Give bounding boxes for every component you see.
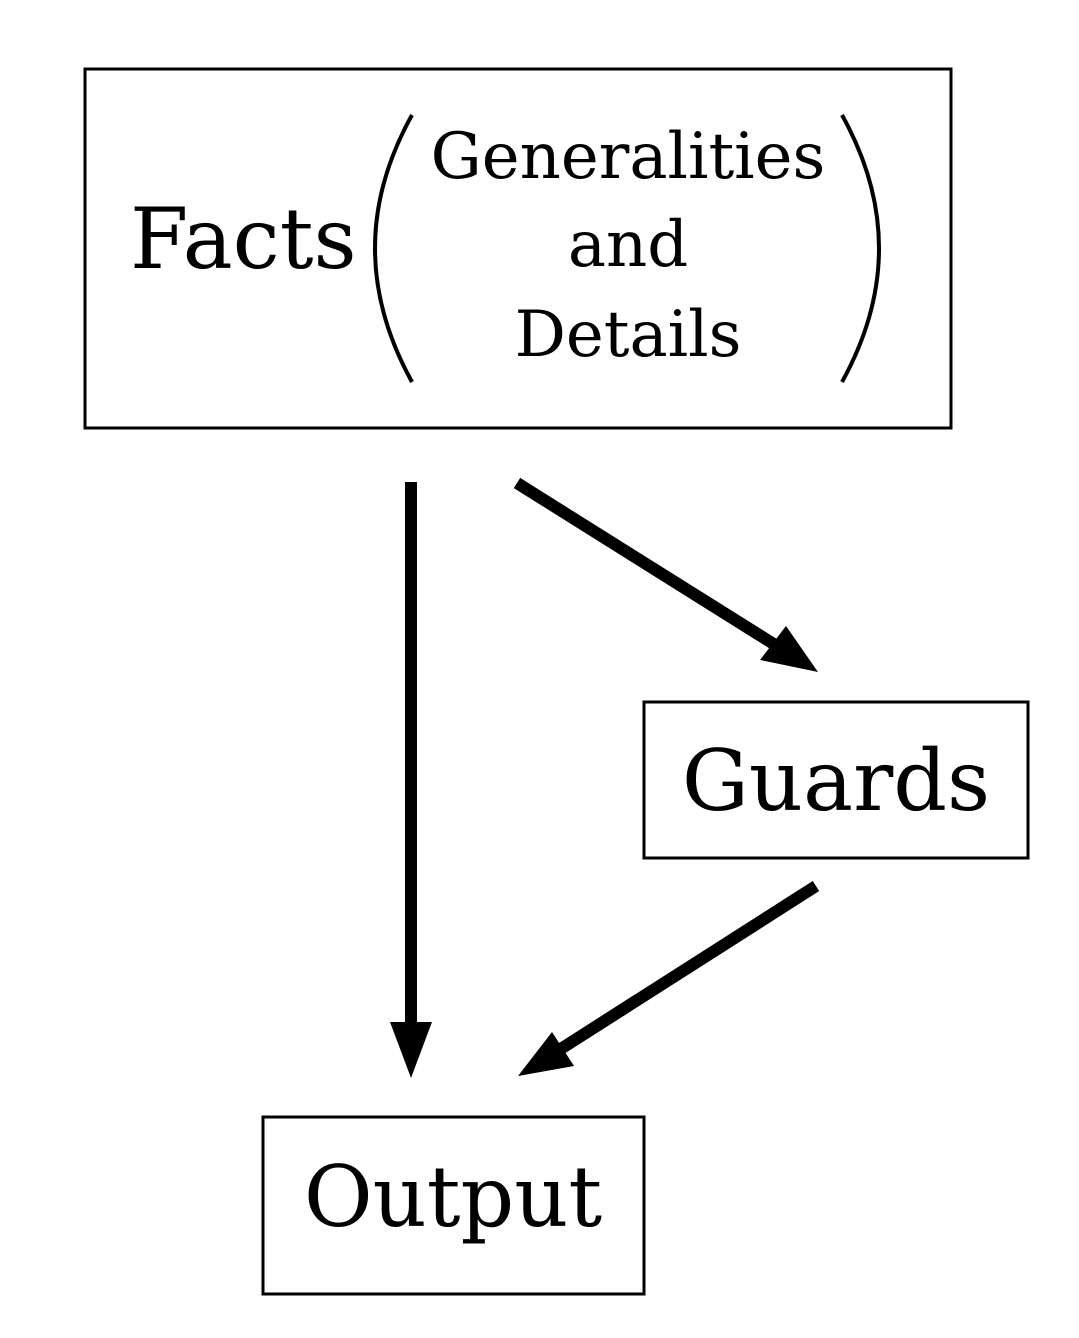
facts-detail-line-1: Generalities	[431, 120, 826, 194]
arrow-head-icon	[760, 626, 818, 672]
arrow-shaft	[513, 477, 784, 654]
left-parenthesis	[373, 114, 414, 383]
facts-detail-line-2: and	[568, 208, 688, 282]
output-box	[261, 1115, 646, 1296]
arrow-shaft	[552, 880, 820, 1058]
arrow-head-icon	[518, 1032, 574, 1076]
guards-label: Guards	[682, 732, 990, 830]
edge-facts-to-guards	[513, 477, 818, 672]
guards-box	[642, 700, 1030, 860]
facts-detail-line-3: Details	[515, 298, 742, 372]
right-parenthesis	[840, 114, 881, 383]
arrow-head-icon	[390, 1022, 432, 1078]
output-label: Output	[304, 1148, 603, 1246]
edge-guards-to-output	[518, 880, 820, 1076]
facts-box	[83, 67, 953, 430]
guards-node: Guards	[642, 700, 1030, 860]
facts-label: Facts	[130, 190, 357, 288]
edge-facts-to-output	[390, 482, 432, 1078]
output-node: Output	[261, 1115, 646, 1296]
facts-node: Facts Generalities and Details	[83, 67, 953, 430]
